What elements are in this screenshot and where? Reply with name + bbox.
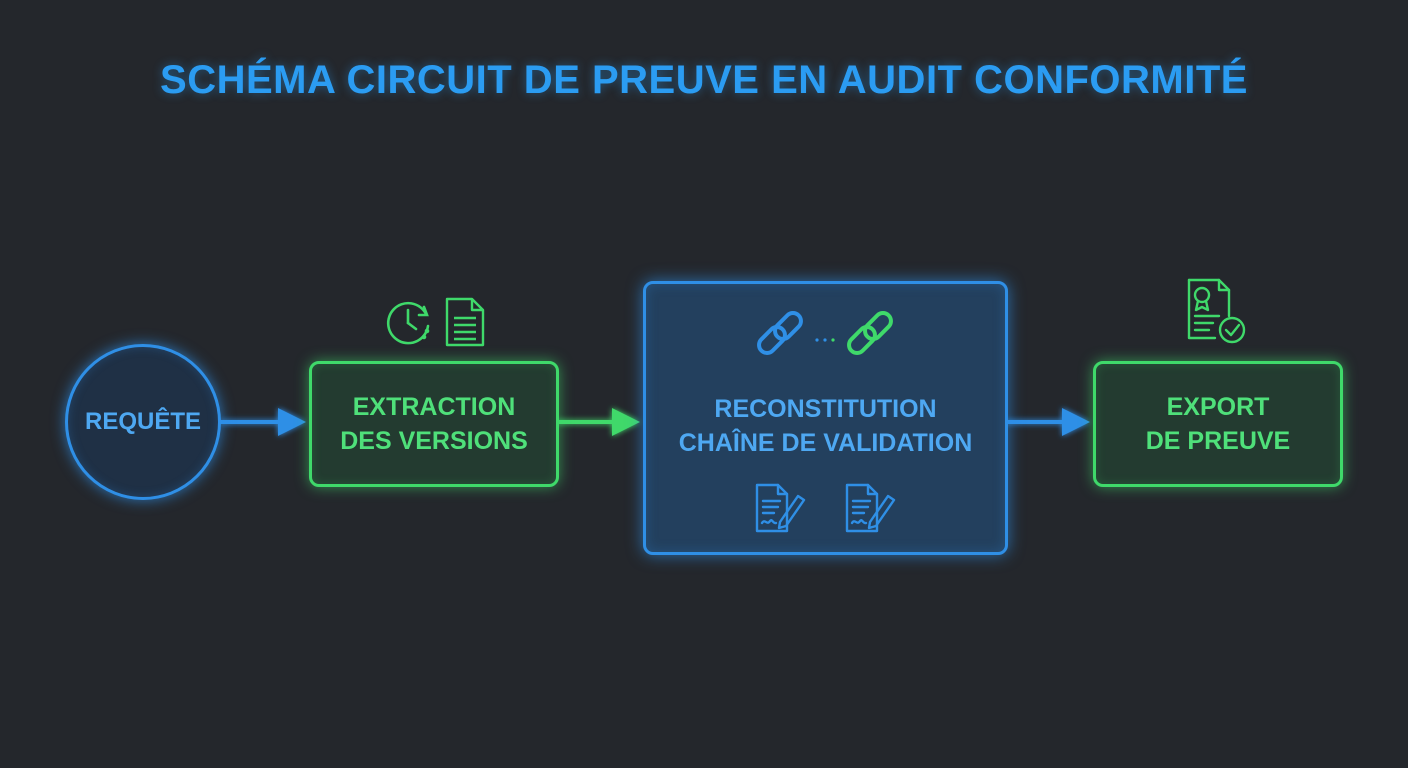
export-label-line1: EXPORT — [1166, 393, 1270, 421]
diagram-title: SCHÉMA CIRCUIT DE PREUVE EN AUDIT CONFOR… — [160, 58, 1248, 102]
extraction-label-line1: EXTRACTION — [352, 393, 516, 421]
arrow-extraction-to-reconstitution — [556, 408, 640, 436]
reconstitution-label-line1: RECONSTITUTION — [714, 395, 937, 423]
signed-document-icon — [845, 483, 895, 533]
export-label-line2: DE PREUVE — [1145, 427, 1291, 455]
reconstitution-label-line2: CHAÎNE DE VALIDATION — [678, 429, 973, 457]
extraction-label-line2: DES VERSIONS — [340, 427, 528, 455]
request-label: REQUÊTE — [84, 408, 201, 435]
arrow-reconstitution-to-export — [1005, 408, 1090, 436]
document-icon — [445, 297, 485, 347]
reconstitution-node: RECONSTITUTION CHAÎNE DE VALIDATION — [643, 281, 1008, 555]
clock-history-icon — [386, 301, 430, 345]
request-node: REQUÊTE — [65, 344, 221, 500]
signed-document-icon — [755, 483, 805, 533]
arrow-request-to-extraction — [220, 408, 306, 436]
extraction-node: EXTRACTION DES VERSIONS — [309, 361, 559, 487]
chain-link-icon — [756, 311, 893, 355]
export-node: EXPORT DE PREUVE — [1093, 361, 1343, 487]
signature-icons — [754, 482, 898, 534]
certificate-check-icon — [1187, 278, 1246, 344]
